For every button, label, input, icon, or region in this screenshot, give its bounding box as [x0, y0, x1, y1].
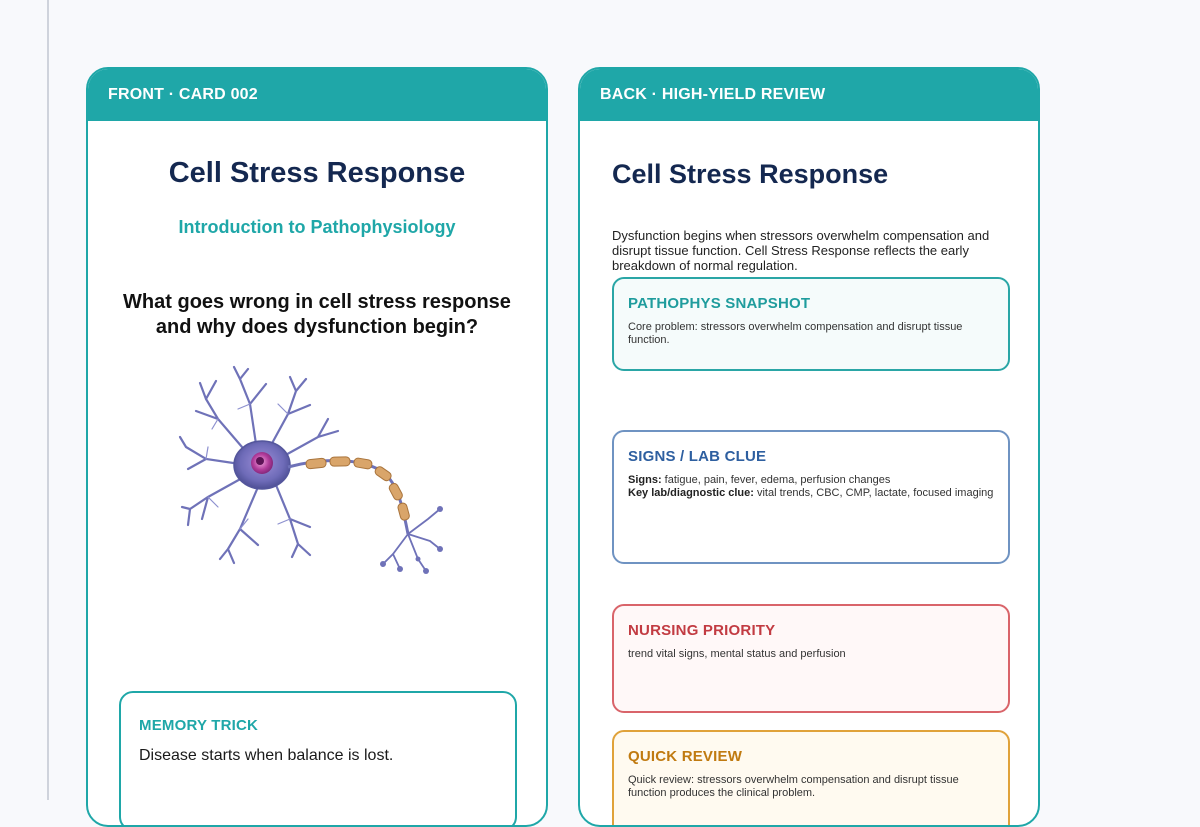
snapshot-text: Core problem: stressors overwhelm compen…: [628, 321, 963, 346]
back-card-header: BACK · HIGH-YIELD REVIEW: [580, 69, 1038, 121]
page-margin-rule: [47, 0, 49, 800]
signs-label: SIGNS / LAB CLUE: [628, 448, 767, 465]
snapshot-label: PATHOPHYS SNAPSHOT: [628, 295, 811, 312]
memory-trick-text: Disease starts when balance is lost.: [139, 747, 394, 764]
back-card-title: Cell Stress Response: [612, 159, 889, 189]
quick-review-label: QUICK REVIEW: [628, 748, 743, 765]
quick-review-text: Quick review: stressors overwhelm compen…: [628, 774, 959, 799]
question-line-2: and why does dysfunction begin?: [155, 316, 479, 338]
front-card-question: What goes wrong in cell stress response …: [108, 290, 526, 340]
pathophys-snapshot-box: PATHOPHYS SNAPSHOT Core problem: stresso…: [612, 277, 1010, 371]
signs-lab-clue-box: SIGNS / LAB CLUE Signs: fatigue, pain, f…: [612, 430, 1010, 564]
back-card-intro: Dysfunction begins when stressors overwh…: [612, 228, 990, 273]
front-card-subtitle: Introduction to Pathophysiology: [178, 217, 456, 237]
signs-text: Signs: fatigue, pain, fever, edema, perf…: [628, 474, 994, 500]
lab-clue-value: vital trends, CBC, CMP, lactate, focused…: [753, 487, 994, 499]
signs-key: Signs:: [628, 474, 662, 486]
nursing-priority-box: NURSING PRIORITY trend vital signs, ment…: [612, 604, 1010, 713]
signs-value: fatigue, pain, fever, edema, perfusion c…: [661, 474, 891, 486]
memory-trick-label: MEMORY TRICK: [139, 717, 259, 734]
quick-review-box: QUICK REVIEW Quick review: stressors ove…: [612, 730, 1010, 825]
nursing-text: trend vital signs, mental status and per…: [628, 648, 846, 660]
front-card-header: FRONT · CARD 002: [88, 69, 546, 121]
neuron-illustration-icon: [178, 365, 443, 574]
flashcard-front[interactable]: FRONT · CARD 002 Cell Stress Response In…: [86, 67, 548, 827]
nursing-label: NURSING PRIORITY: [628, 622, 776, 639]
question-line-1: What goes wrong in cell stress response: [123, 291, 511, 313]
lab-clue-key: Key lab/diagnostic clue:: [628, 487, 754, 499]
memory-trick-box: MEMORY TRICK Disease starts when balance…: [119, 691, 517, 825]
flashcard-back[interactable]: BACK · HIGH-YIELD REVIEW Cell Stress Res…: [578, 67, 1040, 827]
front-card-title: Cell Stress Response: [168, 157, 466, 189]
